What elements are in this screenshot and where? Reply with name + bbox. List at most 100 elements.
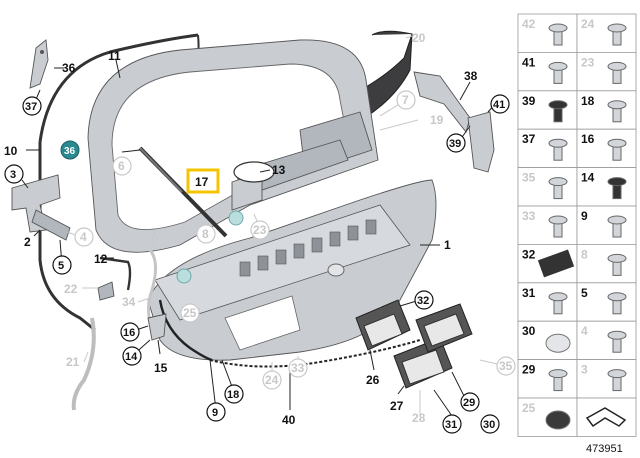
callout-10: 10 bbox=[4, 144, 18, 158]
fastener-icon bbox=[545, 333, 571, 353]
fastener-number: 41 bbox=[522, 55, 536, 69]
fastener-cell bbox=[576, 282, 637, 322]
fastener-icon bbox=[607, 23, 627, 46]
callouts: 36 37 11 10 3 2 5 12 16 14 15 18 9 40 13… bbox=[4, 49, 510, 434]
callout-15: 15 bbox=[154, 361, 168, 375]
callout-12: 12 bbox=[94, 252, 108, 266]
fastener-number: 32 bbox=[522, 247, 536, 261]
callout-28: 28 bbox=[412, 411, 426, 425]
fastener-icon bbox=[607, 177, 627, 200]
fastener-cell bbox=[576, 167, 637, 207]
fastener-number: 29 bbox=[522, 363, 536, 377]
fastener-cell bbox=[517, 359, 578, 399]
fastener-icon bbox=[607, 61, 627, 84]
fastener-number: 18 bbox=[581, 94, 595, 108]
fastener-cell bbox=[517, 128, 578, 168]
fastener-cell bbox=[576, 359, 637, 399]
fastener-cell bbox=[576, 52, 637, 92]
callout-8: 8 bbox=[202, 227, 209, 241]
callout-26: 26 bbox=[366, 373, 380, 387]
callout-4: 4 bbox=[80, 230, 87, 244]
drawing-number: 473951 bbox=[586, 443, 623, 455]
fastener-number: 33 bbox=[522, 209, 536, 223]
fastener-number: 3 bbox=[581, 363, 588, 377]
fastener-icon bbox=[548, 138, 568, 161]
fastener-number: 5 bbox=[581, 286, 588, 300]
callout-11: 11 bbox=[108, 49, 121, 63]
callout-35: 35 bbox=[499, 359, 513, 373]
clip-marker-36-icon bbox=[60, 140, 80, 160]
callout-16: 16 bbox=[123, 327, 135, 339]
clip-marker-2-icon bbox=[176, 268, 192, 284]
callout-29: 29 bbox=[463, 397, 475, 409]
callout-23: 23 bbox=[253, 223, 267, 237]
latch-plates bbox=[355, 299, 473, 389]
fastener-icon bbox=[545, 410, 571, 430]
callout-24: 24 bbox=[265, 373, 279, 387]
hose-part bbox=[99, 256, 132, 291]
callout-31: 31 bbox=[445, 419, 457, 431]
fastener-icon bbox=[607, 138, 627, 161]
fastener-icon bbox=[537, 249, 575, 278]
callout-40: 40 bbox=[282, 413, 296, 427]
fastener-number: 4 bbox=[581, 324, 588, 338]
fastener-icon bbox=[548, 177, 568, 200]
callout-27: 27 bbox=[390, 399, 404, 413]
callout-9: 9 bbox=[212, 407, 218, 419]
callout-32: 32 bbox=[417, 295, 429, 307]
fastener-number: 31 bbox=[522, 286, 536, 300]
fastener-icon bbox=[607, 292, 627, 315]
callout-20: 20 bbox=[412, 31, 426, 45]
fastener-cell bbox=[517, 13, 578, 53]
fastener-number: 42 bbox=[522, 17, 536, 31]
callout-13: 13 bbox=[272, 163, 286, 177]
fastener-icon bbox=[548, 292, 568, 315]
fastener-cell bbox=[517, 90, 578, 130]
fastener-number: 39 bbox=[522, 94, 536, 108]
callout-37: 37 bbox=[25, 101, 37, 113]
fastener-cell bbox=[517, 52, 578, 92]
hinge-part bbox=[11, 174, 71, 241]
fastener-icon bbox=[548, 61, 568, 84]
callout-34: 34 bbox=[122, 295, 136, 309]
callout-38: 38 bbox=[464, 69, 478, 83]
fastener-number: 30 bbox=[522, 324, 536, 338]
fastener-icon bbox=[607, 330, 627, 353]
fastener-icon bbox=[548, 100, 568, 123]
callout-39: 39 bbox=[449, 138, 461, 150]
fastener-icon bbox=[607, 100, 627, 123]
small-brackets bbox=[97, 281, 167, 341]
emblem-part bbox=[233, 161, 275, 183]
fastener-number: 23 bbox=[581, 55, 595, 69]
callout-17: 17 bbox=[195, 175, 209, 189]
callout-36: 36 bbox=[62, 61, 76, 75]
callout-7: 7 bbox=[150, 229, 157, 243]
callout-22: 22 bbox=[64, 282, 78, 296]
callout-2: 2 bbox=[24, 235, 31, 249]
callout-21: 21 bbox=[66, 355, 80, 369]
fastener-cell bbox=[576, 205, 637, 245]
fastener-number: 37 bbox=[522, 132, 536, 146]
fastener-number: 9 bbox=[581, 209, 588, 223]
fastener-number: 25 bbox=[522, 401, 536, 415]
fastener-icon bbox=[607, 369, 627, 392]
callout-36-teal: 36 bbox=[64, 146, 76, 157]
fastener-number: 35 bbox=[522, 171, 536, 185]
fastener-cell bbox=[576, 13, 637, 53]
gas-strut-part bbox=[138, 146, 228, 238]
callout-1: 1 bbox=[444, 238, 451, 252]
side-bracket-part bbox=[413, 71, 495, 173]
callout-7-top: 7 bbox=[402, 93, 409, 107]
callout-41: 41 bbox=[493, 99, 505, 111]
fastener-icon bbox=[607, 253, 627, 276]
callout-3: 3 bbox=[10, 169, 16, 181]
callout-19: 19 bbox=[430, 113, 444, 127]
fastener-number: 24 bbox=[581, 17, 595, 31]
fastener-cell bbox=[576, 320, 637, 361]
callout-5: 5 bbox=[58, 260, 64, 272]
callout-25: 25 bbox=[183, 306, 197, 320]
clip-marker-icon bbox=[228, 210, 244, 226]
fastener-number: 14 bbox=[581, 171, 595, 185]
fastener-icon bbox=[548, 215, 568, 238]
